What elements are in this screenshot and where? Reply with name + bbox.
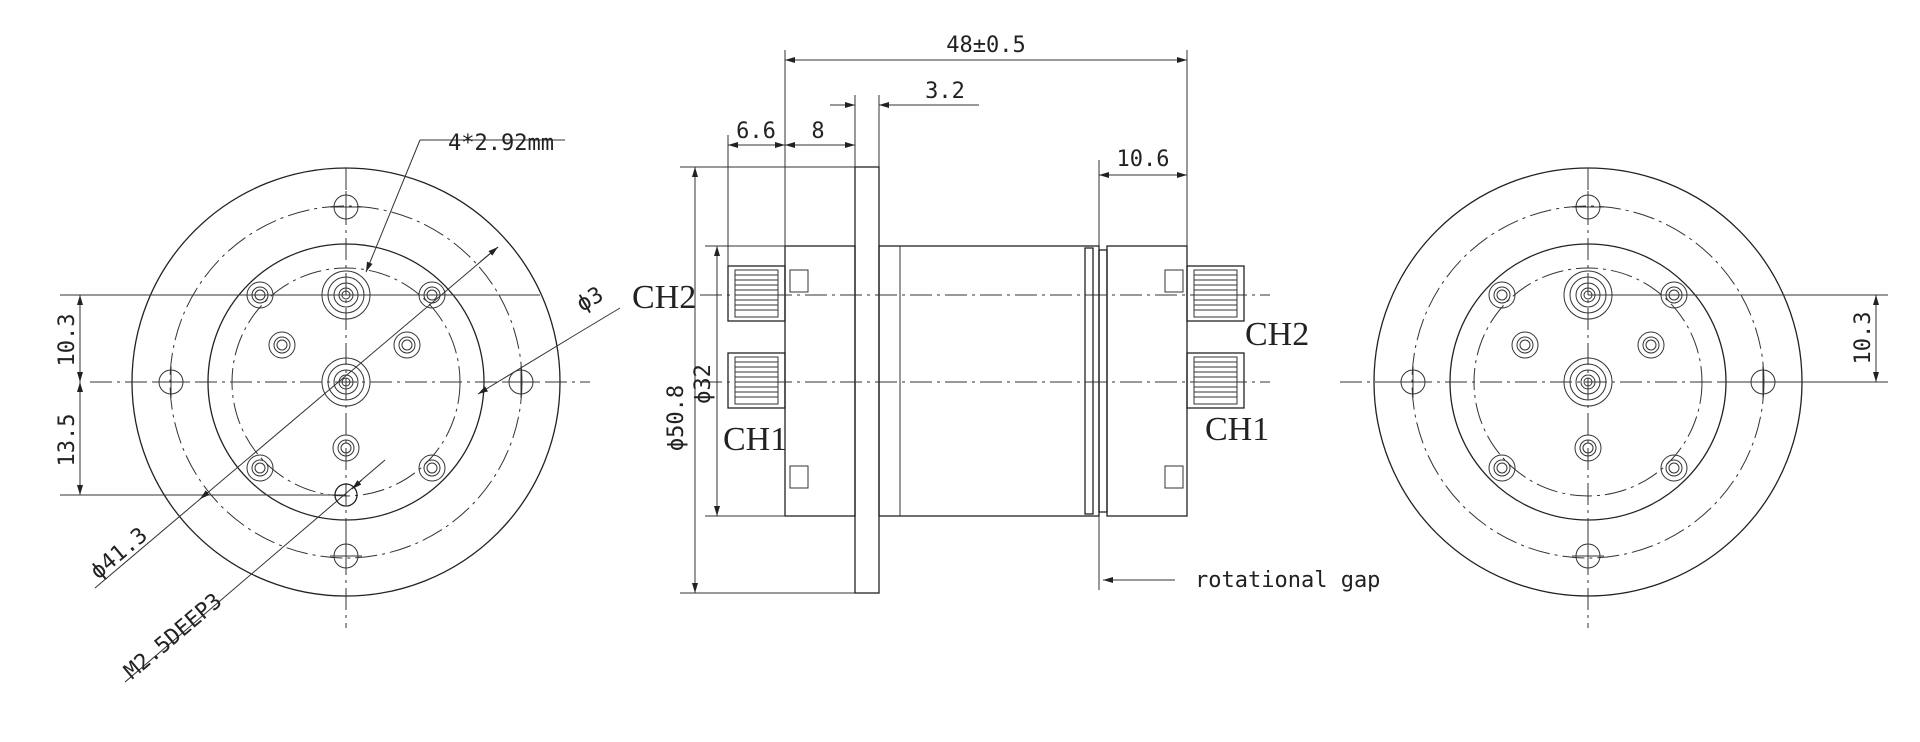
callout-thread-hole: M2.5DEEP3	[120, 589, 227, 685]
dim-outer-diameter: ϕ50.8	[664, 385, 689, 451]
right-screw	[1637, 331, 1665, 359]
leader-hole-diameter	[477, 334, 576, 395]
side-rotor-ring	[1084, 247, 1094, 515]
leader-bolt-circle	[94, 246, 499, 589]
dim-pitch-upper-right: 10.3	[1851, 312, 1876, 365]
side-slot	[789, 465, 809, 489]
callout-rotational-gap: rotational gap	[1195, 568, 1380, 593]
right-screw	[1488, 281, 1516, 309]
side-left-housing	[784, 245, 856, 517]
side-rotor-ring	[1098, 249, 1108, 513]
left-mount-hole-right	[504, 365, 538, 399]
right-screw	[1488, 454, 1516, 482]
side-main-body	[878, 245, 1100, 517]
left-screw	[268, 331, 296, 359]
side-slot	[1164, 465, 1184, 489]
dim-connector-length-left: 6.6	[736, 119, 776, 144]
right-mount-hole-right	[1746, 365, 1780, 399]
right-mount-hole-bottom	[1571, 539, 1605, 573]
side-right-connector-ch2	[1186, 265, 1245, 322]
leader-thread-hole	[124, 459, 386, 683]
callout-bolt-circle: ϕ41.3	[86, 523, 153, 585]
left-connector-ch1	[321, 357, 371, 407]
left-connector-ch2	[321, 270, 371, 320]
right-end-view: 10.3	[1340, 167, 1888, 628]
label-ch2-left: CH2	[632, 279, 696, 316]
side-left-connector-ch2	[727, 265, 786, 322]
right-mount-hole-left	[1396, 365, 1430, 399]
side-view: 48±0.5 3.2 6.6 8 10.6 ϕ50.8 ϕ32 CH2 CH1 …	[632, 33, 1380, 594]
left-thread-hole	[334, 483, 358, 507]
side-right-housing	[1106, 245, 1188, 517]
label-ch2-right: CH2	[1245, 316, 1309, 353]
side-slot	[1164, 269, 1184, 293]
right-screw	[1511, 331, 1539, 359]
left-mount-hole-top	[329, 190, 363, 224]
left-mount-hole-left	[154, 365, 188, 399]
label-ch1-left: CH1	[723, 421, 787, 458]
dim-overall-length: 48±0.5	[946, 33, 1025, 58]
dim-pitch-upper-left: 10.3	[55, 314, 80, 367]
left-screw	[246, 454, 274, 482]
dim-pitch-lower-left: 13.5	[55, 414, 80, 467]
right-connector-ch1	[1563, 357, 1613, 407]
side-flange	[854, 166, 880, 594]
dim-body-diameter: ϕ32	[691, 364, 716, 404]
left-mount-hole-bottom	[329, 539, 363, 573]
side-left-connector-ch1	[727, 352, 786, 409]
left-screw	[393, 331, 421, 359]
callout-connector-spec: 4*2.92mm	[448, 131, 554, 156]
dim-body-step: 8	[811, 119, 824, 144]
side-right-connector-ch1	[1186, 352, 1245, 409]
callout-hole-diameter: ϕ3	[573, 282, 608, 317]
side-slot	[789, 269, 809, 293]
label-ch1-right: CH1	[1205, 411, 1269, 448]
right-screw	[1660, 454, 1688, 482]
dim-flange-thickness: 3.2	[925, 79, 965, 104]
dim-connector-length-right: 10.6	[1117, 147, 1170, 172]
left-end-view: 10.3 13.5 4*2.92mm ϕ3 ϕ41.3 M2.5DEEP3	[55, 131, 621, 685]
left-screw	[418, 454, 446, 482]
right-connector-ch2	[1563, 270, 1613, 320]
right-mount-hole-top	[1571, 190, 1605, 224]
